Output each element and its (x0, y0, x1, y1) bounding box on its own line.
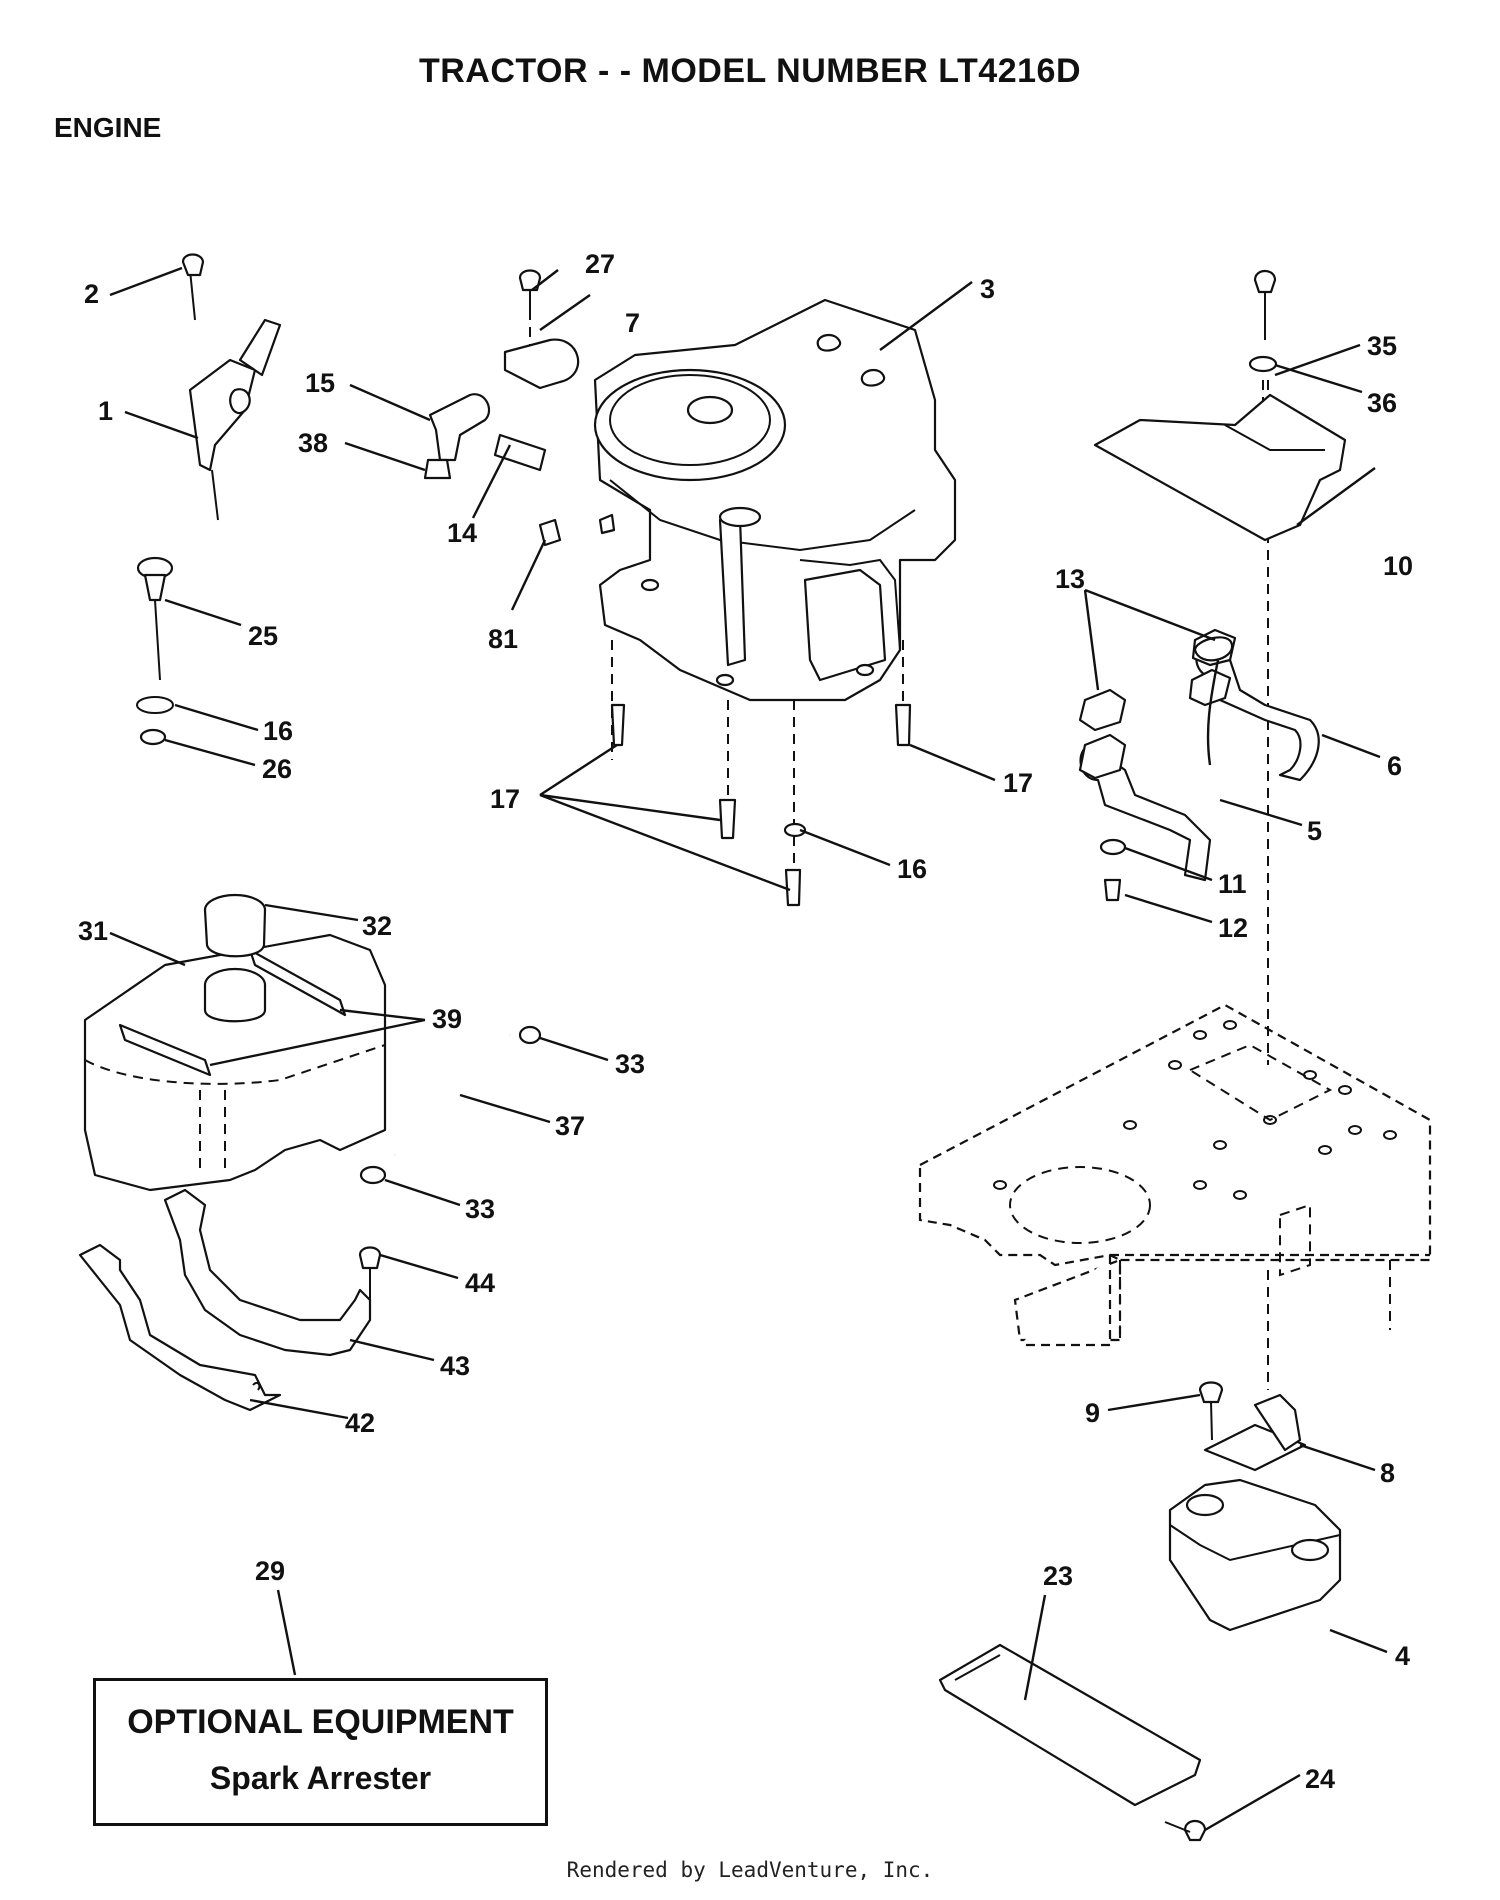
callout-7: 7 (625, 308, 640, 338)
callout-23: 23 (1043, 1561, 1073, 1591)
callout-16b: 16 (897, 854, 927, 884)
spark-arrester (938, 1643, 1207, 1842)
heat-shield (1093, 269, 1347, 542)
leader-lines (109, 266, 1388, 1832)
clamp-and-screw (503, 269, 580, 390)
fuel-line (359, 1025, 542, 1185)
engine-bolts (610, 703, 912, 907)
choke-control (136, 556, 174, 746)
tank-brackets (78, 1188, 382, 1412)
callout-29: 29 (255, 1556, 285, 1586)
page-title: TRACTOR - - MODEL NUMBER LT4216D (418, 52, 1082, 90)
exhaust-fasteners (1099, 838, 1127, 902)
callout-33a: 33 (615, 1049, 645, 1079)
optional-equipment-title: OPTIONAL EQUIPMENT (127, 1703, 514, 1741)
callout-3: 3 (980, 274, 995, 304)
callout-12: 12 (1218, 913, 1248, 943)
callout-44: 44 (465, 1268, 495, 1298)
callout-16a: 16 (263, 716, 293, 746)
section-label: ENGINE (54, 112, 162, 143)
callout-25: 25 (248, 621, 278, 651)
callout-26: 26 (262, 754, 292, 784)
callout-43: 43 (440, 1351, 470, 1381)
callout-39: 39 (432, 1004, 462, 1034)
callout-35: 35 (1367, 331, 1397, 361)
callout-24: 24 (1305, 1764, 1335, 1794)
callout-5: 5 (1307, 816, 1322, 846)
callout-6: 6 (1387, 751, 1402, 781)
callout-9: 9 (1085, 1398, 1100, 1428)
callout-42: 42 (345, 1408, 375, 1438)
throttle-control (181, 253, 282, 521)
callout-1: 1 (98, 396, 113, 426)
callout-31: 31 (78, 916, 108, 946)
callout-27: 27 (585, 249, 615, 279)
callout-8: 8 (1380, 1458, 1395, 1488)
callout-17b: 17 (1003, 768, 1033, 798)
muffler (1168, 1381, 1342, 1632)
callout-14: 14 (447, 518, 477, 548)
callout-36: 36 (1367, 388, 1397, 418)
callout-10: 10 (1383, 551, 1413, 581)
engine-assembly (593, 298, 957, 702)
callout-81: 81 (488, 624, 518, 654)
optional-equipment-box: OPTIONAL EQUIPMENT Spark Arrester (93, 1678, 548, 1826)
fuel-tank (83, 893, 387, 1192)
callout-15: 15 (305, 368, 335, 398)
callout-numbers: 2 1 27 7 3 15 38 14 81 25 16 26 17 17 16… (78, 249, 1413, 1794)
callout-13: 13 (1055, 564, 1085, 594)
tractor-frame (918, 1003, 1432, 1347)
callout-17a: 17 (490, 784, 520, 814)
footer-credit: Rendered by LeadVenture, Inc. (566, 1858, 934, 1882)
optional-equipment-item: Spark Arrester (209, 1760, 432, 1796)
callout-33b: 33 (465, 1194, 495, 1224)
callout-32: 32 (362, 911, 392, 941)
callout-2: 2 (84, 279, 99, 309)
callout-4: 4 (1395, 1641, 1410, 1671)
callout-38: 38 (298, 428, 328, 458)
callout-11: 11 (1218, 869, 1247, 899)
callout-37: 37 (555, 1111, 585, 1141)
exhaust-pipes (1078, 628, 1320, 882)
fuel-fittings (423, 393, 616, 547)
